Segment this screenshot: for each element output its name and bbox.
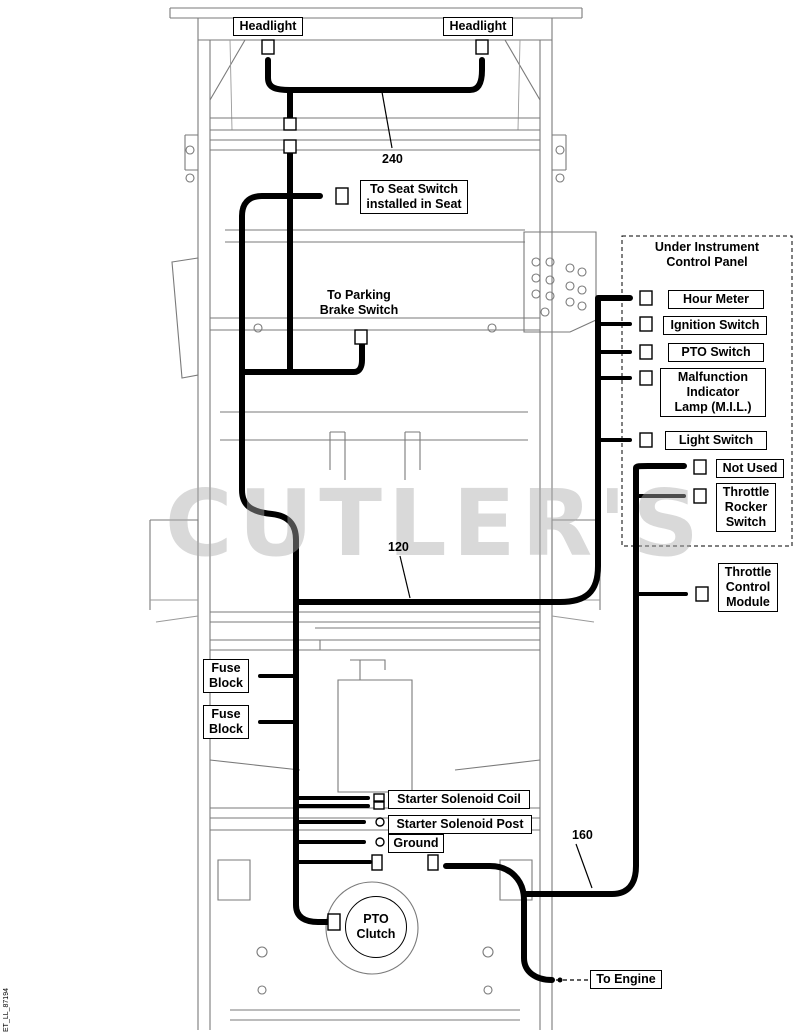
harness-120-number: 120 bbox=[388, 540, 409, 554]
ignition-switch-label: Ignition Switch bbox=[663, 316, 767, 335]
parking-brake-label: To Parking Brake Switch bbox=[319, 288, 399, 317]
chassis-frame bbox=[149, 7, 601, 1030]
pto-switch-label: PTO Switch bbox=[668, 343, 764, 362]
harness-160-number: 160 bbox=[572, 828, 593, 842]
starter-coil-label: Starter Solenoid Coil bbox=[388, 790, 530, 809]
harness-240 bbox=[265, 57, 485, 373]
starter-post-label: Starter Solenoid Post bbox=[388, 815, 532, 834]
throttle-rocker-label: Throttle Rocker Switch bbox=[716, 483, 776, 532]
trunk-branches bbox=[258, 674, 372, 864]
throttle-module-label: Throttle Control Module bbox=[718, 563, 778, 612]
seat-switch-label: To Seat Switch installed in Seat bbox=[360, 180, 468, 214]
mil-label: Malfunction Indicator Lamp (M.I.L.) bbox=[660, 368, 766, 417]
harness-240-number: 240 bbox=[382, 152, 403, 166]
headlight-left-label: Headlight bbox=[233, 17, 303, 36]
hour-meter-label: Hour Meter bbox=[668, 290, 764, 309]
fuse-block-2-label: Fuse Block bbox=[203, 705, 249, 739]
to-engine-label: To Engine bbox=[590, 970, 662, 989]
pto-clutch-label: PTO Clutch bbox=[356, 912, 396, 941]
connectors bbox=[261, 39, 709, 983]
control-panel-box bbox=[621, 235, 793, 547]
light-switch-label: Light Switch bbox=[665, 431, 767, 450]
figure-code: ET_LL_87194 bbox=[3, 988, 10, 1032]
harness-120 bbox=[293, 295, 633, 605]
fuse-block-1-label: Fuse Block bbox=[203, 659, 249, 693]
pto-clutch: PTO Clutch bbox=[345, 896, 407, 958]
ground-label: Ground bbox=[388, 834, 444, 853]
watermark: CUTLER'S bbox=[165, 470, 705, 577]
under-panel-label: Under Instrument Control Panel bbox=[654, 240, 760, 269]
harness-main bbox=[239, 193, 365, 925]
not-used-label: Not Used bbox=[716, 459, 784, 478]
headlight-right-label: Headlight bbox=[443, 17, 513, 36]
harness-160 bbox=[443, 463, 688, 983]
